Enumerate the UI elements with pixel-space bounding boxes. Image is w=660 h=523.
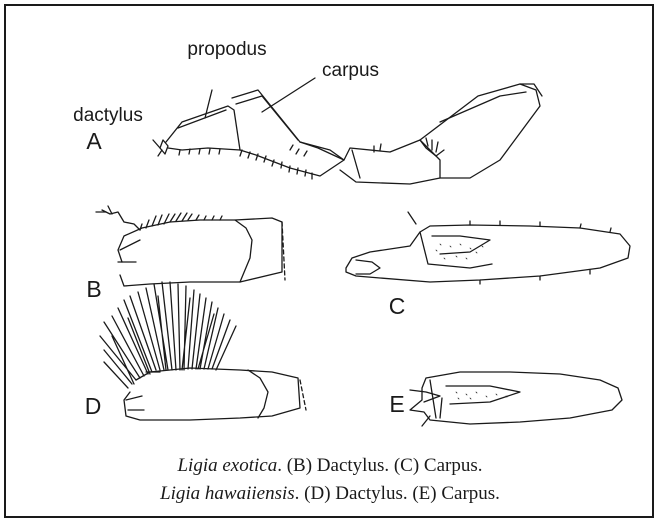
caption-text-2: . (D) Dactylus. (E) Carpus. bbox=[295, 483, 500, 504]
label-dactylus: dactylus bbox=[73, 105, 143, 126]
caption-species-2: Ligia hawaiiensis bbox=[160, 483, 295, 504]
leg-drawing-a bbox=[158, 84, 542, 184]
leader-propodus bbox=[205, 90, 212, 118]
carpus-drawing-c bbox=[346, 212, 630, 284]
caption-line-1: Ligia exotica. (B) Dactylus. (C) Carpus. bbox=[0, 455, 660, 477]
label-c: C bbox=[389, 293, 406, 319]
caption-line-2: Ligia hawaiiensis. (D) Dactylus. (E) Car… bbox=[0, 483, 660, 505]
caption-text-1: . (B) Dactylus. (C) Carpus. bbox=[277, 455, 482, 476]
dactylus-drawing-b bbox=[96, 206, 285, 286]
label-a: A bbox=[86, 128, 102, 154]
label-carpus: carpus bbox=[322, 60, 379, 81]
arrow-c bbox=[408, 212, 416, 224]
arrow-e bbox=[422, 416, 430, 426]
dactylus-drawing-d bbox=[100, 282, 306, 420]
leader-carpus bbox=[262, 78, 315, 112]
label-d: D bbox=[85, 393, 102, 419]
label-b: B bbox=[86, 276, 101, 302]
label-e: E bbox=[389, 391, 404, 417]
label-propodus: propodus bbox=[187, 39, 266, 60]
caption-species-1: Ligia exotica bbox=[177, 455, 277, 476]
leader-dactylus bbox=[153, 140, 160, 148]
carpus-drawing-e bbox=[410, 372, 622, 426]
